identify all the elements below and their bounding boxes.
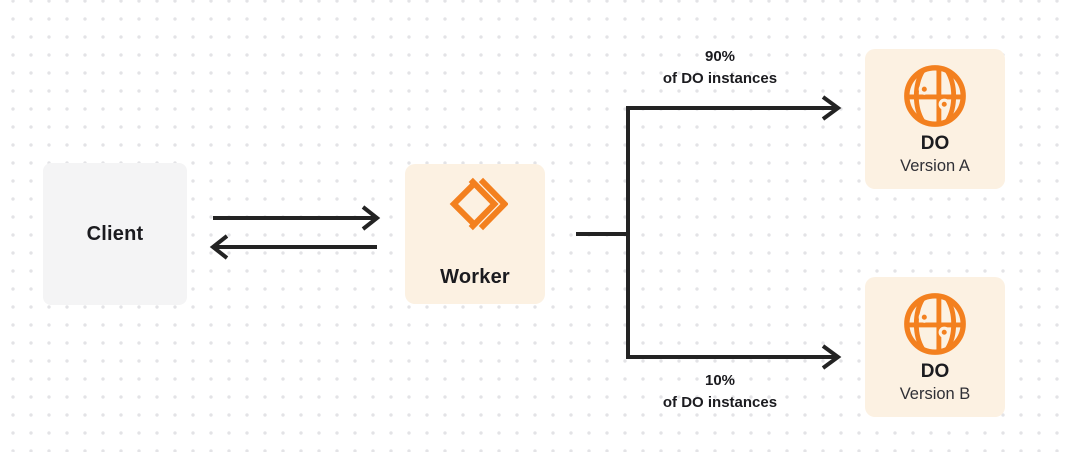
do-a-subtitle: Version A [900,157,970,175]
edge-label-90-percent-value: 90% [704,48,736,65]
do-a-title: DO [920,133,950,154]
edge-label-10-percent-caption: of DO instances [662,393,778,411]
do-b-subtitle: Version B [899,385,971,403]
connector-split [576,106,838,359]
worker-label: Worker [440,266,510,288]
durable-object-globe-icon [900,289,970,359]
edge-label-10-percent-value: 10% [704,372,736,389]
node-do-version-a: DO Version A [865,49,1005,189]
node-worker: Worker [405,164,545,304]
durable-object-globe-icon [900,61,970,131]
arrow-client-to-worker [213,205,381,231]
workers-logo-icon [442,173,508,235]
edge-label-90-percent-caption: of DO instances [662,69,778,87]
arrow-worker-to-client [209,234,377,260]
client-label: Client [86,222,144,245]
node-do-version-b: DO Version B [865,277,1005,417]
arrowhead-to-do-version-a [821,95,842,121]
arrowhead-to-do-version-b [821,344,842,370]
node-client: Client [43,163,187,305]
do-b-title: DO [920,361,950,382]
edge-label-10-percent: 10% of DO instances [620,370,820,413]
edge-label-90-percent: 90% of DO instances [620,46,820,89]
